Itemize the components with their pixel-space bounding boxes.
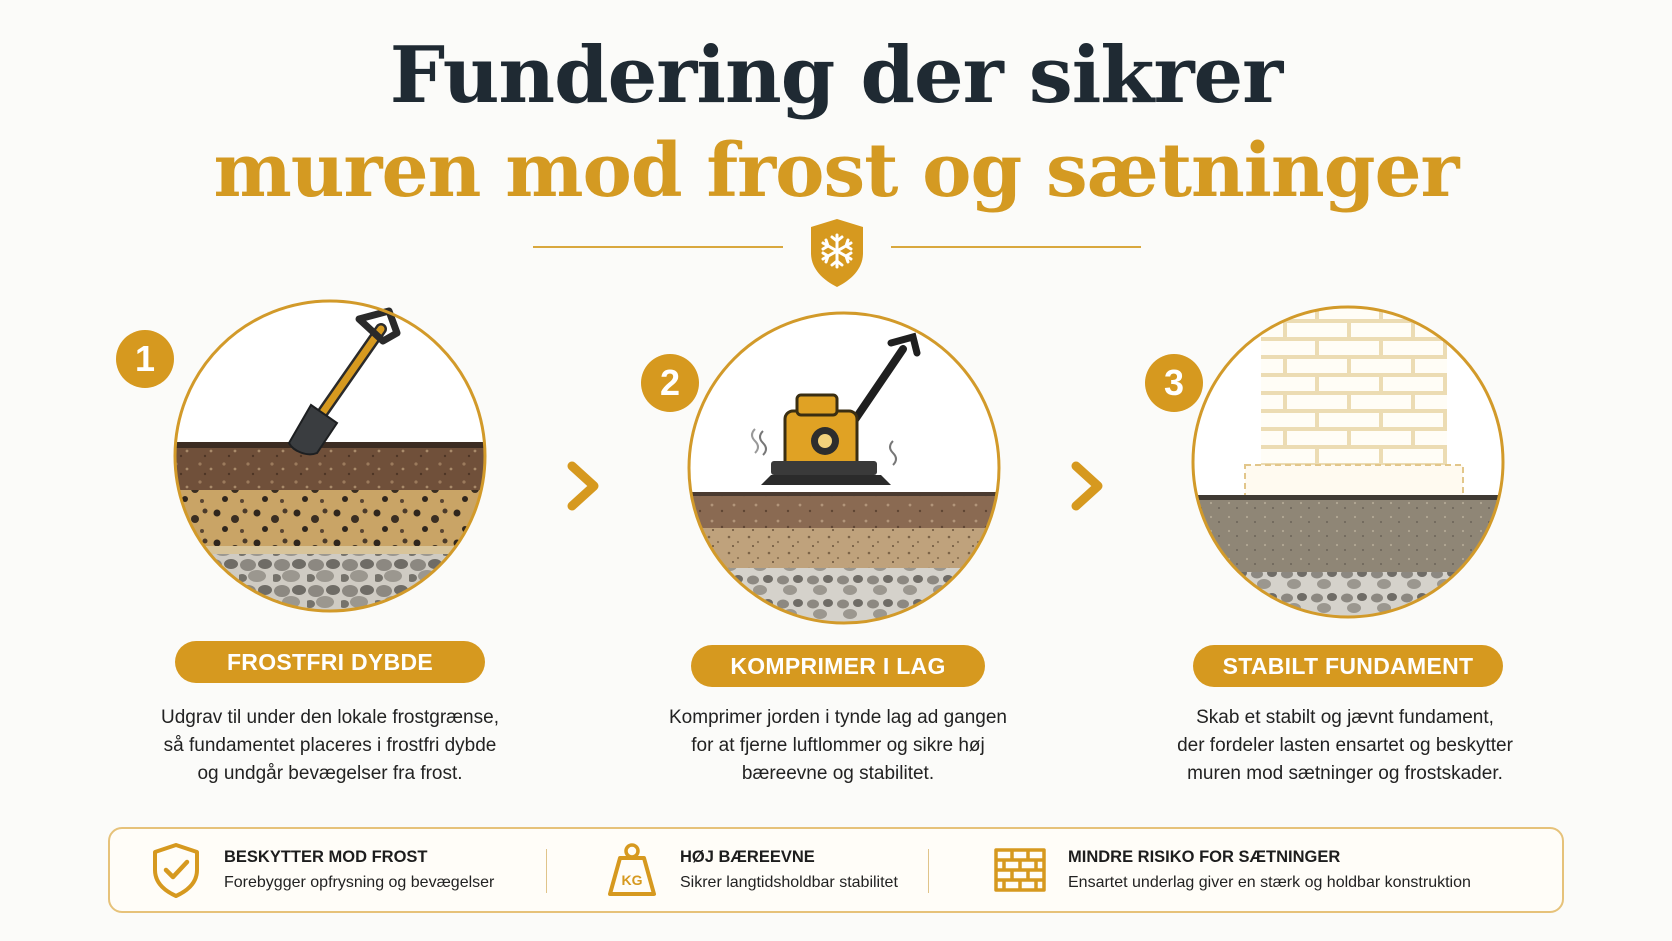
step-1-illustration bbox=[173, 299, 487, 613]
weight-kg-icon: KG bbox=[608, 843, 656, 896]
page-subtitle: muren mod frost og sætninger bbox=[213, 128, 1459, 214]
benefit-description: Forebygger opfrysning og bevægelser bbox=[224, 874, 495, 891]
benefit-frost: BESKYTTER MOD FROST Forebygger opfrysnin… bbox=[146, 829, 494, 911]
shield-check-icon bbox=[153, 843, 199, 898]
chevron-right-icon bbox=[1071, 461, 1103, 511]
benefit-description: Ensartet underlag giver en stærk og hold… bbox=[1068, 874, 1471, 891]
step-3-label: STABILT FUNDAMENT bbox=[1193, 645, 1503, 687]
step-1-description: Udgrav til under den lokale frostgrænse,… bbox=[161, 707, 499, 784]
step-2-illustration bbox=[687, 311, 1001, 625]
step-3-description: Skab et stabilt og jævnt fundament, der … bbox=[1177, 707, 1513, 784]
benefit-separator bbox=[546, 849, 547, 893]
step-1-label: FROSTFRI DYBDE bbox=[175, 641, 485, 683]
chevron-right-icon bbox=[567, 461, 599, 511]
step-1-number: 1 bbox=[116, 330, 174, 388]
benefits-bar: BESKYTTER MOD FROST Forebygger opfrysnin… bbox=[108, 827, 1564, 913]
weight-kg-label: KG bbox=[622, 872, 643, 888]
step-3-number: 3 bbox=[1145, 354, 1203, 412]
step-2-description: Komprimer jorden i tynde lag ad gangen f… bbox=[669, 707, 1007, 784]
benefit-title: MINDRE RISIKO FOR SÆTNINGER bbox=[1068, 848, 1341, 866]
page-title: Fundering der sikrer bbox=[389, 30, 1284, 121]
step-3-illustration bbox=[1191, 305, 1505, 619]
benefit-title: HØJ BÆREEVNE bbox=[680, 848, 815, 866]
divider-left bbox=[533, 246, 783, 248]
step-2-number: 2 bbox=[641, 354, 699, 412]
benefit-bearing: KG HØJ BÆREEVNE Sikrer langtidsholdbar s… bbox=[602, 829, 898, 911]
step-2-label: KOMPRIMER I LAG bbox=[691, 645, 985, 687]
benefit-description: Sikrer langtidsholdbar stabilitet bbox=[680, 874, 898, 891]
benefit-separator bbox=[928, 849, 929, 893]
brick-wall-icon bbox=[994, 848, 1046, 892]
divider-right bbox=[891, 246, 1141, 248]
benefit-settlement: MINDRE RISIKO FOR SÆTNINGER Ensartet und… bbox=[990, 829, 1471, 911]
snowflake-shield-icon bbox=[811, 219, 863, 287]
benefit-title: BESKYTTER MOD FROST bbox=[224, 848, 428, 866]
